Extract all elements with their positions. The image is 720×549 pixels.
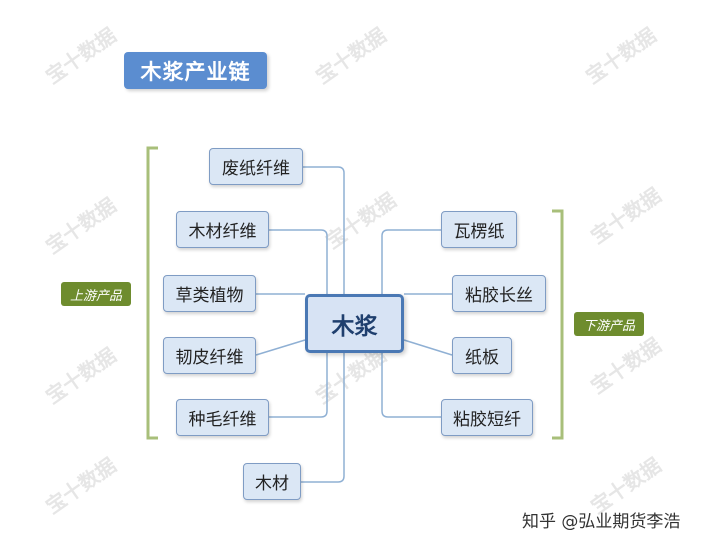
connector-line [381,229,441,294]
center-node-wood-pulp: 木浆 [305,294,404,353]
downstream-node-viscose-filament: 粘胶长丝 [452,275,546,312]
upstream-node-waste-paper-fiber: 废纸纤维 [209,148,303,185]
diagram-title: 木浆产业链 [124,52,267,89]
upstream-node-timber: 木材 [243,463,301,500]
downstream-bracket [552,209,564,440]
downstream-node-viscose-staple: 粘胶短纤 [441,399,533,436]
connector-line [255,339,306,356]
connector-line [301,353,345,483]
upstream-node-seed-hair-fiber: 种毛纤维 [176,399,269,436]
upstream-node-wood-fiber: 木材纤维 [176,211,269,248]
connector-line [381,353,441,418]
upstream-bracket [146,146,158,440]
connector-line [303,166,345,294]
downstream-node-paperboard: 纸板 [452,337,512,374]
upstream-node-bast-fiber: 韧皮纤维 [163,337,256,374]
upstream-node-grass-plants: 草类植物 [163,275,256,312]
downstream-tag: 下游产品 [574,312,644,336]
footer-credit: 知乎 @弘业期货李浩 [522,512,681,532]
connector-line [403,339,453,356]
connector-line [269,353,328,418]
upstream-tag: 上游产品 [61,282,131,306]
connector-line [269,229,328,294]
downstream-node-corrugated-paper: 瓦楞纸 [441,211,517,248]
